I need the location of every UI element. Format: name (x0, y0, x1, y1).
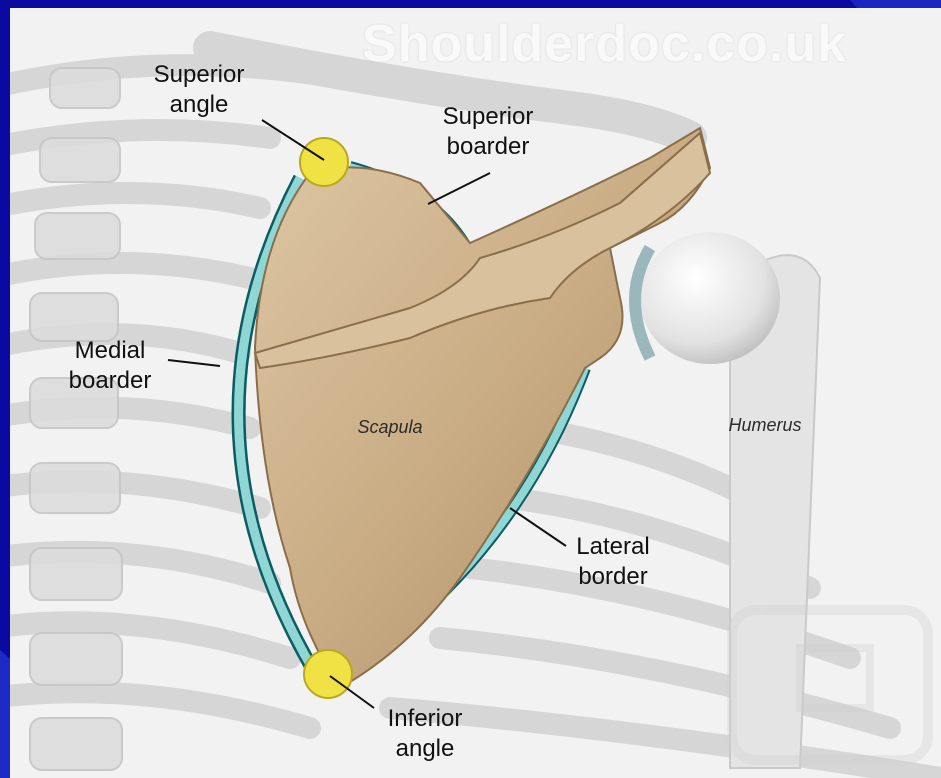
watermark-text: Shoulderdoc.co.uk (362, 14, 847, 74)
label-medial-border: Medial boarder (50, 336, 170, 396)
label-lateral-border: Lateral border (558, 532, 668, 592)
anatomy-image: Shoulderdoc.co.uk Superior angle Superio… (10, 8, 941, 778)
label-superior-angle-line2: angle (144, 90, 254, 120)
inferior-angle-marker (304, 650, 352, 698)
label-superior-angle: Superior angle (144, 60, 254, 120)
label-inferior-angle-line1: Inferior (370, 704, 480, 734)
label-superior-border-line2: boarder (428, 132, 548, 162)
label-superior-angle-line1: Superior (144, 60, 254, 90)
label-inferior-angle: Inferior angle (370, 704, 480, 764)
label-superior-border-line1: Superior (428, 102, 548, 132)
superior-angle-marker (300, 138, 348, 186)
label-lateral-border-line2: border (558, 562, 668, 592)
label-inferior-angle-line2: angle (370, 734, 480, 764)
label-lateral-border-line1: Lateral (558, 532, 668, 562)
vertebrae-background (30, 68, 122, 770)
label-superior-border: Superior boarder (428, 102, 548, 162)
label-humerus: Humerus (710, 410, 820, 440)
label-medial-border-line2: boarder (50, 366, 170, 396)
label-scapula: Scapula (340, 412, 440, 442)
label-medial-border-line1: Medial (50, 336, 170, 366)
